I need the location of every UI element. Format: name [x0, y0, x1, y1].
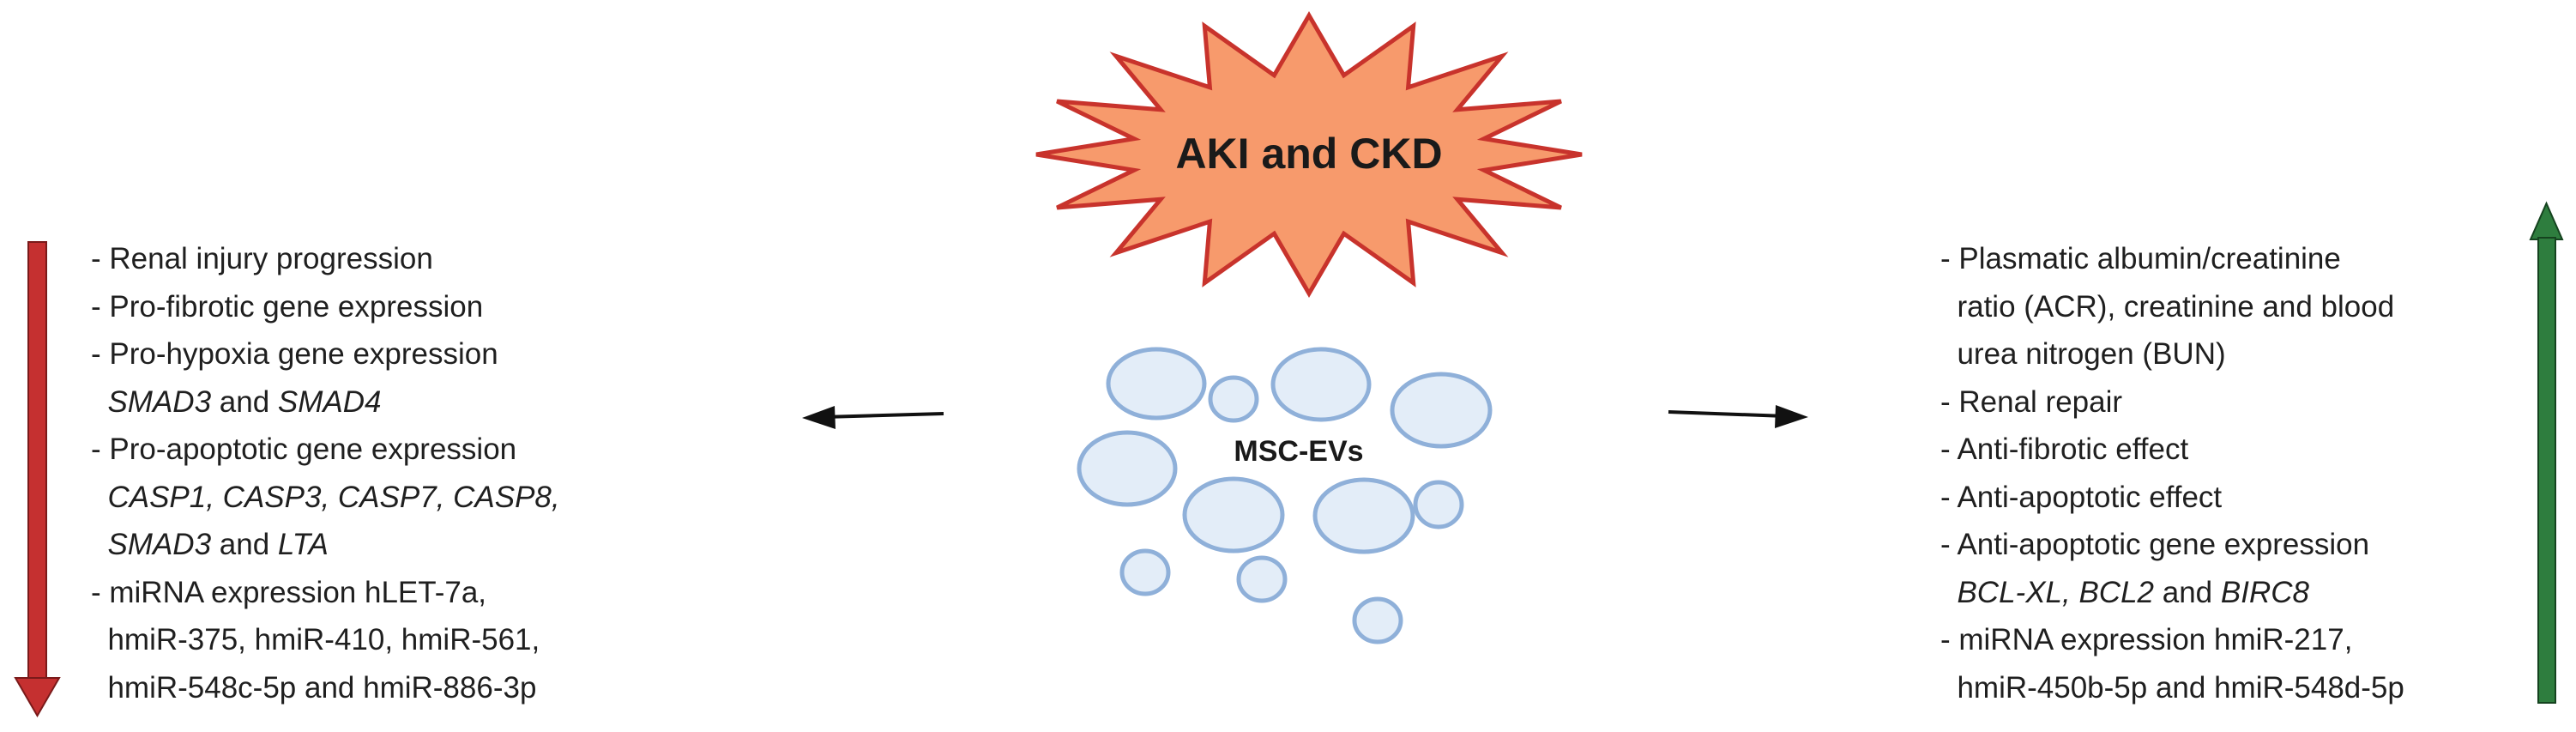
- increased-effect-item: - Renal repair: [1940, 378, 2404, 426]
- decreased-effect-item: hmiR-375, hmiR-410, hmiR-561,: [91, 616, 560, 664]
- decreased-effect-item: CASP1, CASP3, CASP7, CASP8,: [91, 474, 560, 522]
- decreased-effect-item: - Pro-apoptotic gene expression: [91, 426, 560, 474]
- decreased-effect-item: - Renal injury progression: [91, 235, 560, 283]
- decreased-effect-item-text: SMAD3: [107, 384, 212, 419]
- increased-effect-item-text: BIRC8: [2220, 575, 2309, 609]
- increase-arrow-head: [2529, 201, 2564, 240]
- decrease-arrow-shaft: [27, 241, 47, 682]
- decrease-arrow-head: [14, 677, 61, 717]
- decreased-effect-item-text: - miRNA expression hLET-7a,: [91, 575, 487, 609]
- decreased-effect-item-text: [91, 385, 107, 419]
- decreased-effect-item-text: SMAD4: [277, 384, 382, 419]
- increased-effect-item: - Anti-fibrotic effect: [1940, 426, 2404, 474]
- increased-effect-item-text: urea nitrogen (BUN): [1940, 337, 2226, 371]
- decrease-arrow-icon: [14, 241, 61, 717]
- decreased-effect-item-text: SMAD3: [107, 528, 212, 561]
- increase-arrow-icon: [2529, 201, 2564, 704]
- vesicle-icon: [1208, 375, 1259, 423]
- decreased-effect-item: hmiR-548c-5p and hmiR-886-3p: [91, 664, 560, 712]
- vesicle-icon: [1119, 548, 1171, 596]
- vesicle-icon: [1106, 347, 1207, 420]
- increased-effect-item: - Anti-apoptotic effect: [1940, 474, 2404, 522]
- increased-effect-item-text: BCL-XL, BCL2: [1957, 575, 2155, 609]
- increased-effect-item-text: hmiR-450b-5p and hmiR-548d-5p: [1940, 670, 2404, 705]
- vesicle-icon: [1413, 480, 1464, 529]
- decreased-effects-list: - Renal injury progression - Pro-fibrotic…: [91, 235, 560, 711]
- vesicle-icon: [1270, 347, 1372, 422]
- right-arrow-icon: [1668, 405, 1808, 428]
- decreased-effect-item: - Pro-hypoxia gene expression: [91, 330, 560, 378]
- decreased-effect-item-text: - Pro-apoptotic gene expression: [91, 433, 517, 466]
- msc-evs-vesicles: MSC-EVs: [1077, 347, 1493, 644]
- decreased-effect-item-text: [91, 528, 107, 561]
- vesicle-icon: [1077, 430, 1178, 507]
- left-arrow-line: [823, 412, 944, 419]
- increased-effect-item-text: and: [2154, 575, 2221, 609]
- decreased-effect-item-text: - Pro-hypoxia gene expression: [91, 337, 498, 371]
- increased-effect-item: - Anti-apoptotic gene expression: [1940, 521, 2404, 569]
- increased-effect-item-text: - Plasmatic albumin/creatinine: [1940, 242, 2341, 275]
- decreased-effect-item-text: and: [211, 528, 278, 561]
- increased-effect-item-text: ratio (ACR), creatinine and blood: [1940, 289, 2395, 324]
- decreased-effect-item-text: CASP1, CASP3, CASP7, CASP8,: [107, 480, 560, 514]
- right-arrow-head: [1775, 405, 1808, 428]
- decreased-effect-item-text: hmiR-548c-5p and hmiR-886-3p: [91, 670, 537, 705]
- increase-arrow-shaft: [2537, 237, 2556, 704]
- decreased-effect-item-text: hmiR-375, hmiR-410, hmiR-561,: [91, 623, 540, 656]
- right-arrow-line: [1668, 410, 1787, 418]
- increased-effect-item: - miRNA expression hmiR-217,: [1940, 616, 2404, 664]
- decreased-effect-item: SMAD3 and LTA: [91, 521, 560, 569]
- aki-ckd-burst: AKI and CKD: [1035, 11, 1583, 298]
- vesicle-icon: [1312, 477, 1415, 554]
- decreased-effect-item-text: [91, 481, 107, 514]
- increased-effect-item-text: [1940, 576, 1957, 609]
- decreased-effect-item: - Pro-fibrotic gene expression: [91, 283, 560, 331]
- decreased-effect-item-text: LTA: [277, 528, 329, 561]
- vesicle-icon: [1182, 476, 1285, 554]
- decreased-effect-item: SMAD3 and SMAD4: [91, 378, 560, 426]
- burst-icon: [1035, 11, 1583, 298]
- left-arrow-icon: [802, 406, 944, 429]
- vesicle-icon: [1390, 372, 1493, 449]
- decreased-effect-item-text: - Renal injury progression: [91, 242, 433, 275]
- increased-effect-item: BCL-XL, BCL2 and BIRC8: [1940, 569, 2404, 617]
- increased-effect-item: urea nitrogen (BUN): [1940, 330, 2404, 378]
- increased-effect-item-text: - Anti-apoptotic effect: [1940, 480, 2223, 514]
- increased-effect-item-text: - miRNA expression hmiR-217,: [1940, 623, 2353, 656]
- msc-evs-label: MSC-EVs: [1234, 435, 1363, 468]
- decreased-effect-item-text: and: [211, 384, 278, 419]
- increased-effect-item-text: - Renal repair: [1940, 384, 2123, 419]
- increased-effect-item: ratio (ACR), creatinine and blood: [1940, 283, 2404, 331]
- vesicle-icon: [1352, 596, 1403, 644]
- increased-effect-item-text: - Anti-apoptotic gene expression: [1940, 528, 2370, 561]
- decreased-effect-item: - miRNA expression hLET-7a,: [91, 569, 560, 617]
- vesicle-icon: [1236, 555, 1288, 603]
- increased-effects-list: - Plasmatic albumin/creatinine ratio (AC…: [1940, 235, 2404, 711]
- increased-effect-item: hmiR-450b-5p and hmiR-548d-5p: [1940, 664, 2404, 712]
- increased-effect-item-text: - Anti-fibrotic effect: [1940, 433, 2189, 466]
- decreased-effect-item-text: - Pro-fibrotic gene expression: [91, 289, 484, 324]
- increased-effect-item: - Plasmatic albumin/creatinine: [1940, 235, 2404, 283]
- burst-label: AKI and CKD: [1175, 130, 1442, 178]
- left-arrow-head: [802, 406, 836, 429]
